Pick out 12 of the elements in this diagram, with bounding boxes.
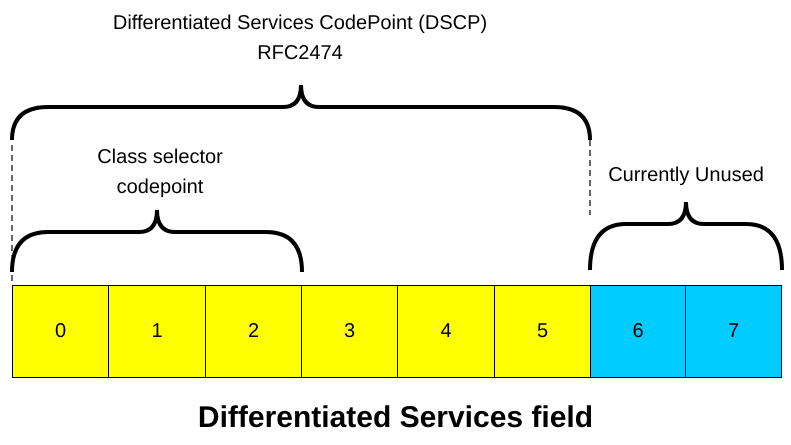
- bit-cell: 6: [590, 285, 686, 378]
- bit-cell: 1: [108, 285, 206, 378]
- bit-cell: 4: [397, 285, 495, 378]
- bit-cell: 0: [12, 285, 109, 378]
- bit-cell: 5: [494, 285, 591, 378]
- bit-cell: 3: [301, 285, 398, 378]
- bit-cell: 7: [685, 285, 782, 378]
- bracket-label: Differentiated Services CodePoint (DSCP) RFC2474: [112, 11, 488, 66]
- bracket-label: Class selector codepoint: [96, 145, 224, 200]
- bracket-label: Currently Unused: [607, 163, 765, 188]
- caption: Differentiated Services field: [196, 400, 594, 436]
- bit-cell: 2: [205, 285, 302, 378]
